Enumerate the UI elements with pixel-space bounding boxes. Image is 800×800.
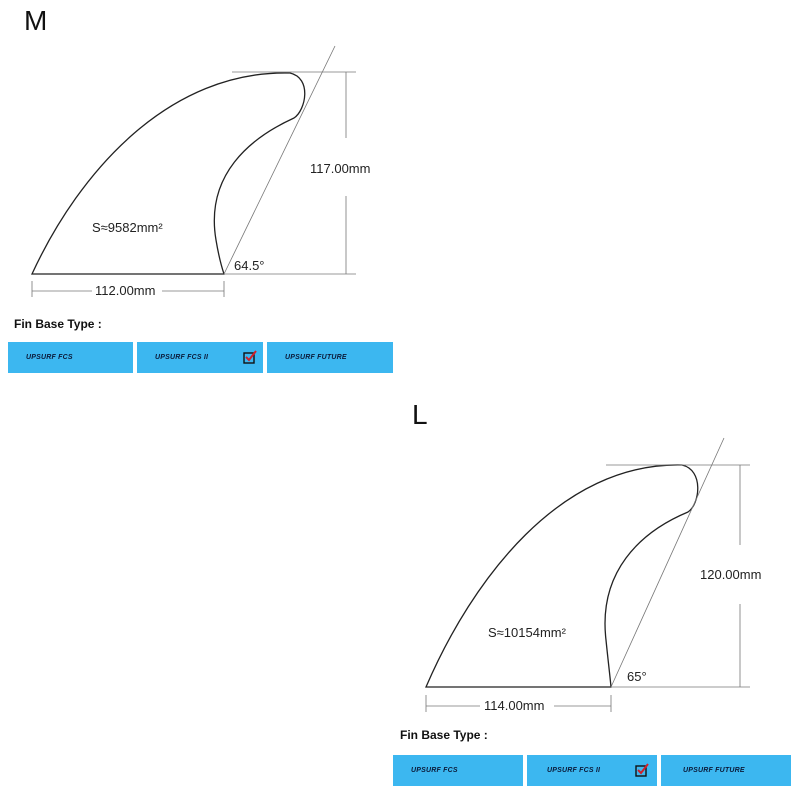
fin-l-height: 120.00mm [700, 567, 761, 582]
fin-l-option-fcs-label: UPSURF FCS [411, 767, 458, 774]
fin-m-option-fcs-ii[interactable]: UPSURF FCS II [137, 342, 263, 373]
fin-m-outline [30, 72, 306, 275]
fin-m-base: 112.00mm [95, 283, 155, 298]
fin-m-base-type-label: Fin Base Type : [14, 317, 102, 331]
fin-l-angle: 65° [627, 669, 647, 684]
fin-m-rake-line [223, 45, 336, 275]
fin-l-option-fcs[interactable]: UPSURF FCS [393, 755, 523, 786]
fin-l-base-options: UPSURF FCS UPSURF FCS II UPSURF FUTURE [393, 755, 791, 786]
fin-m-option-fcs-label: UPSURF FCS [26, 354, 73, 361]
fin-l-diagram: L 120.00mm 114.00mm 65° S≈10154mm² [412, 399, 761, 713]
fin-m-diagram: M 117.00mm 112.00mm 64.5° S≈9582mm² [24, 5, 370, 298]
fin-l-option-future[interactable]: UPSURF FUTURE [661, 755, 791, 786]
fin-m-option-fcs-ii-label: UPSURF FCS II [155, 354, 209, 361]
fin-l-outline [425, 464, 699, 688]
fin-l-size-label: L [412, 399, 428, 430]
checkbox-checked-icon [243, 350, 257, 364]
fin-l-option-fcs-ii[interactable]: UPSURF FCS II [527, 755, 657, 786]
fin-m-area: S≈9582mm² [92, 220, 163, 235]
fin-l-option-future-label: UPSURF FUTURE [683, 767, 745, 774]
fin-m-angle: 64.5° [234, 258, 265, 273]
fin-m-height: 117.00mm [310, 161, 370, 176]
fin-l-option-fcs-ii-label: UPSURF FCS II [547, 767, 601, 774]
fin-l-rake-line [610, 437, 725, 688]
fin-l-base: 114.00mm [484, 698, 544, 713]
fin-m-option-future[interactable]: UPSURF FUTURE [267, 342, 393, 373]
fin-m-option-fcs[interactable]: UPSURF FCS [8, 342, 133, 373]
checkbox-checked-icon [635, 763, 649, 777]
fin-m-base-options: UPSURF FCS UPSURF FCS II UPSURF FUTURE [8, 342, 393, 373]
fin-m-size-label: M [24, 5, 47, 36]
fin-l-base-type-label: Fin Base Type : [400, 728, 488, 742]
fin-m-option-future-label: UPSURF FUTURE [285, 354, 347, 361]
fin-l-area: S≈10154mm² [488, 625, 567, 640]
